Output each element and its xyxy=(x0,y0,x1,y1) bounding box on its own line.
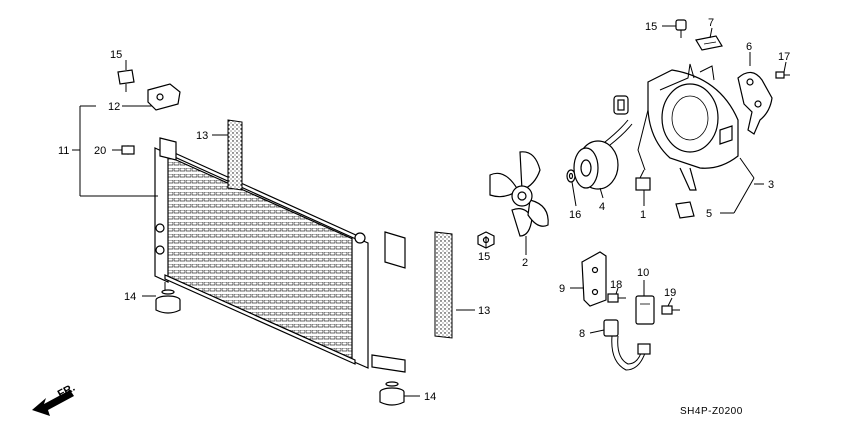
callout-4: 4 xyxy=(599,201,605,213)
callout-10: 10 xyxy=(637,267,649,279)
callout-3: 3 xyxy=(768,179,774,191)
callout-21: 19 xyxy=(664,287,676,299)
callout-17: 15 xyxy=(110,49,122,61)
washer xyxy=(566,169,576,183)
front-label: FR. xyxy=(56,382,77,401)
cushion-upper xyxy=(227,119,243,191)
fan xyxy=(489,151,549,237)
callout-19: 17 xyxy=(778,51,790,63)
callout-2: 2 xyxy=(522,257,528,269)
bolt-19 xyxy=(775,71,790,79)
front-direction-arrow: FR. xyxy=(32,382,77,416)
condenser xyxy=(154,137,406,373)
clip-7 xyxy=(695,35,723,51)
callout-18: 16 xyxy=(569,209,581,221)
callout-22: 20 xyxy=(94,145,106,157)
callout-13-lower: 13 xyxy=(478,305,490,317)
mount-rubber-left xyxy=(155,289,181,314)
callout-1: 1 xyxy=(640,209,646,221)
leader-lines xyxy=(72,25,787,397)
callout-8: 8 xyxy=(579,328,585,340)
callout-5: 5 xyxy=(706,208,712,220)
grommet-5 xyxy=(675,201,695,219)
bolt-15 xyxy=(675,19,687,38)
callout-15: 15 xyxy=(645,21,657,33)
connector-1 xyxy=(635,169,651,191)
callout-9: 9 xyxy=(559,283,565,295)
fan-shroud xyxy=(637,63,739,191)
diagram-code: SH4P-Z0200 xyxy=(680,406,743,417)
callout-14-left: 14 xyxy=(124,291,136,303)
callouts: 15 12 11 20 13 13 14 14 15 7 6 17 15 2 1… xyxy=(58,17,790,403)
cushion-lower xyxy=(434,231,453,339)
callout-16: 15 xyxy=(478,251,490,263)
callout-12: 12 xyxy=(108,101,120,113)
relay-10 xyxy=(635,295,655,325)
callout-11: 11 xyxy=(58,145,69,157)
callout-6: 6 xyxy=(746,41,752,53)
bracket-6 xyxy=(737,71,773,135)
callout-7: 7 xyxy=(708,17,714,29)
bolt-20 xyxy=(607,293,626,303)
callout-14-right: 14 xyxy=(424,391,436,403)
callout-13-upper: 13 xyxy=(196,130,208,142)
fan-motor xyxy=(573,95,633,190)
pressure-switch xyxy=(117,69,181,155)
bolt-21 xyxy=(661,305,680,315)
harness-8 xyxy=(603,319,651,371)
bracket-9 xyxy=(581,251,607,307)
mount-rubber-right xyxy=(379,381,405,406)
callout-20: 18 xyxy=(610,279,622,291)
